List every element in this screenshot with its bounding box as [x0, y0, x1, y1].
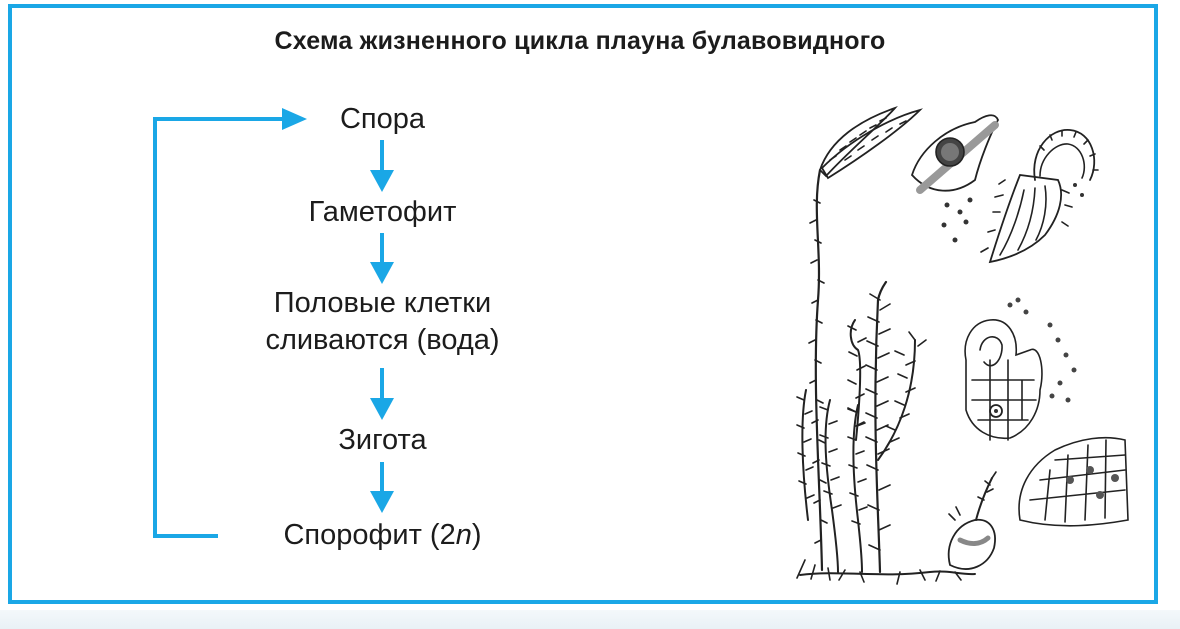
step-sporofit-label: Спорофит (2n) [250, 517, 515, 554]
step-gametofit-label: Гаметофит [308, 196, 457, 228]
arrow-gametofit-to-cells [370, 233, 394, 284]
club-moss-illustration [796, 106, 1129, 585]
arrow-cells-to-zigota [370, 368, 394, 420]
diagram-title: Схема жизненного цикла плауна булавовидн… [274, 27, 886, 55]
step-gametofit: Гаметофит [270, 194, 495, 231]
step-sex-cells-line2: сливаются (вода) [265, 324, 500, 356]
step-zigota: Зигота [300, 422, 465, 459]
step-sporofit-suffix: ) [471, 519, 482, 551]
step-sporofit: Спорофит (2n) [250, 517, 515, 554]
step-sex-cells: Половые клетки сливаются (вода) [230, 285, 535, 359]
step-zigota-label: Зигота [338, 424, 427, 456]
arrow-spora-to-gametofit [370, 140, 394, 192]
diagram-frame [8, 4, 1158, 604]
bottom-band [0, 610, 1180, 629]
arrow-cycle-return [153, 108, 307, 538]
step-spora: Спора [300, 101, 465, 138]
step-spora-label: Спора [339, 103, 426, 135]
step-sex-cells-line1: Половые клетки [273, 287, 492, 319]
arrow-zigota-to-sporofit [370, 462, 394, 513]
step-sporofit-ploidy: n [455, 519, 472, 551]
step-sporofit-prefix: Спорофит (2 [283, 519, 456, 551]
